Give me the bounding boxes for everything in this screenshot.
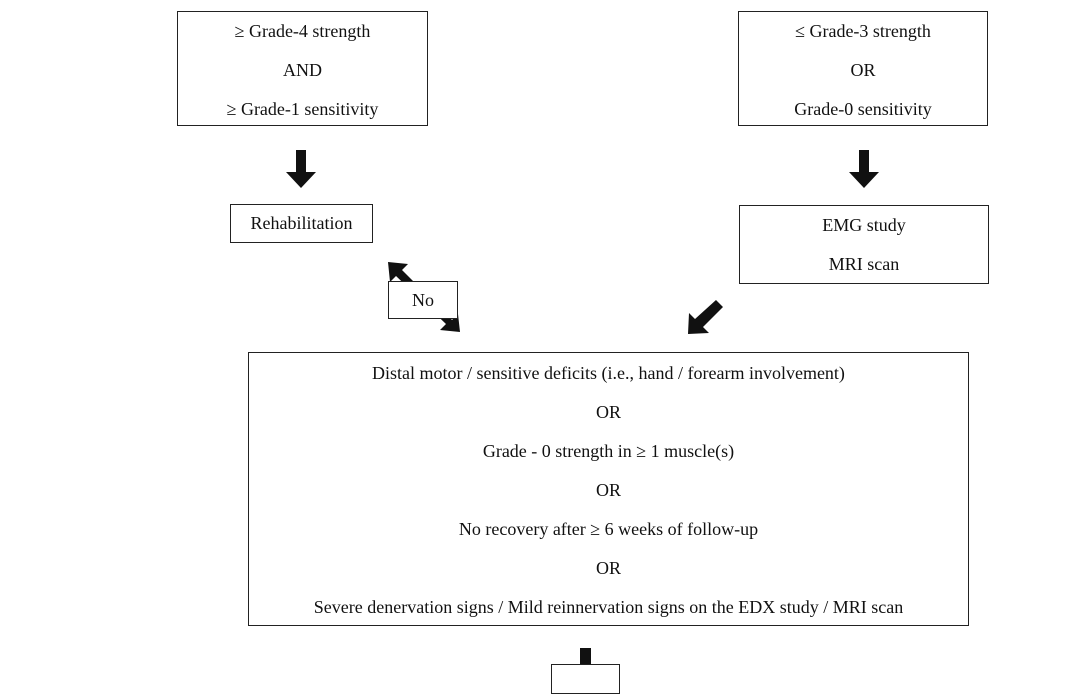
criterion-denervation-signs: Severe denervation signs / Mild reinnerv… — [313, 597, 904, 617]
surgical-criteria-box: Distal motor / sensitive deficits (i.e.,… — [248, 352, 969, 626]
diagonal-arrow-workup — [688, 300, 723, 334]
no-label: No — [412, 290, 434, 310]
sensitivity-criterion: ≥ Grade-1 sensitivity — [226, 99, 379, 119]
or-connector: OR — [850, 60, 876, 80]
strength-criterion: ≤ Grade-3 strength — [795, 21, 931, 41]
strength-criterion: ≥ Grade-4 strength — [234, 21, 371, 41]
good-function-criteria-box: ≥ Grade-4 strength AND ≥ Grade-1 sensiti… — [177, 11, 428, 126]
rehabilitation-label: Rehabilitation — [250, 213, 353, 233]
and-connector: AND — [283, 60, 322, 80]
or-connector: OR — [595, 558, 621, 578]
poor-function-criteria-box: ≤ Grade-3 strength OR Grade-0 sensitivit… — [738, 11, 988, 126]
down-arrow-bottom — [580, 648, 591, 668]
next-step-box — [551, 664, 620, 694]
rehabilitation-box: Rehabilitation — [230, 204, 373, 243]
emg-study-label: EMG study — [822, 215, 906, 235]
down-arrow-right — [849, 150, 879, 188]
criterion-grade-0-strength: Grade - 0 strength in ≥ 1 muscle(s) — [482, 441, 735, 461]
or-connector: OR — [595, 480, 621, 500]
mri-scan-label: MRI scan — [828, 254, 900, 274]
no-label-box: No — [388, 281, 458, 319]
workup-box: EMG study MRI scan — [739, 205, 989, 284]
or-connector: OR — [595, 402, 621, 422]
criterion-no-recovery: No recovery after ≥ 6 weeks of follow-up — [458, 519, 759, 539]
criterion-distal-deficits: Distal motor / sensitive deficits (i.e.,… — [372, 363, 845, 383]
down-arrow-left — [286, 150, 316, 188]
sensitivity-criterion: Grade-0 sensitivity — [794, 99, 932, 119]
